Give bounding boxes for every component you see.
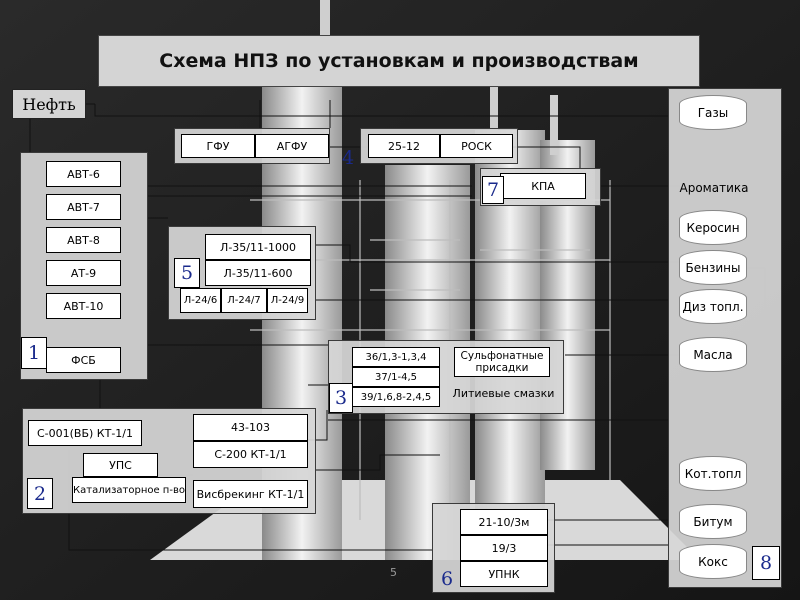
unit-19-3: 19/3 [460,535,548,561]
group-4-number: 4 [341,147,355,169]
group-5-number: 5 [174,258,200,288]
group-8-number: 8 [752,546,780,580]
product-diesel-fuel: Диз топл. [679,289,747,324]
product-gases: Газы [679,95,747,130]
unit-25-12: 25-12 [368,134,440,158]
unit-upnk: УПНК [460,561,548,587]
unit-avt-8: АВТ-8 [46,227,121,253]
unit-rosk: РОСК [440,134,513,158]
unit-36-1-3: 36/1,3-1,3,4 [352,347,440,367]
unit-43-103: 43-103 [193,414,308,441]
product-kerosene: Керосин [679,210,747,245]
unit-fsb: ФСБ [46,347,121,373]
oil-input-label: Нефть [12,89,86,119]
unit-l-35-11-1000: Л-35/11-1000 [205,234,311,260]
group-6-number: 6 [440,568,454,590]
unit-l-24-6: Л-24/6 [180,288,221,313]
unit-21-10-3m: 21-10/3м [460,509,548,535]
product-boiler-fuel: Кот.топл [679,456,747,491]
unit-at-9: АТ-9 [46,260,121,286]
group-2-number: 2 [27,478,53,509]
unit-gfu: ГФУ [181,134,255,158]
page-number: 5 [390,566,397,579]
product-aromatics: Ароматика [679,181,749,195]
product-bitumen: Битум [679,504,747,539]
unit-avt-6: АВТ-6 [46,161,121,187]
unit-l-24-7: Л-24/7 [221,288,267,313]
product-oils: Масла [679,337,747,372]
unit-39-1-6-8: 39/1,6,8-2,4,5 [352,387,440,407]
group-1-number: 1 [21,337,47,369]
unit-lithium-greases: Литиевые смазки [452,386,555,400]
unit-avt-7: АВТ-7 [46,194,121,220]
unit-sulfonate-additives: Сульфонатные присадки [454,347,550,377]
product-gasolines: Бензины [679,250,747,285]
product-coke: Кокс [679,544,747,579]
unit-37-1-4-5: 37/1-4,5 [352,367,440,387]
unit-agfu: АГФУ [255,134,329,158]
sulfonate-additives-label: Сульфонатные присадки [460,350,544,374]
unit-l-24-9: Л-24/9 [267,288,308,313]
group-7-number: 7 [482,176,504,204]
unit-s-001-kt-1-1: С-001(ВБ) КТ-1/1 [28,420,142,446]
diagram-title: Схема НПЗ по установкам и производствам [98,35,700,87]
unit-s-200-kt-1-1: С-200 КТ-1/1 [193,441,308,468]
unit-catalyst-production: Катализаторное п-во [72,477,186,503]
unit-l-35-11-600: Л-35/11-600 [205,260,311,286]
unit-avt-10: АВТ-10 [46,293,121,319]
unit-ups: УПС [83,453,158,477]
unit-visbreaking-kt-1-1: Висбрекинг КТ-1/1 [193,480,308,508]
unit-kpa: КПА [500,173,586,199]
group-3-number: 3 [329,383,353,413]
